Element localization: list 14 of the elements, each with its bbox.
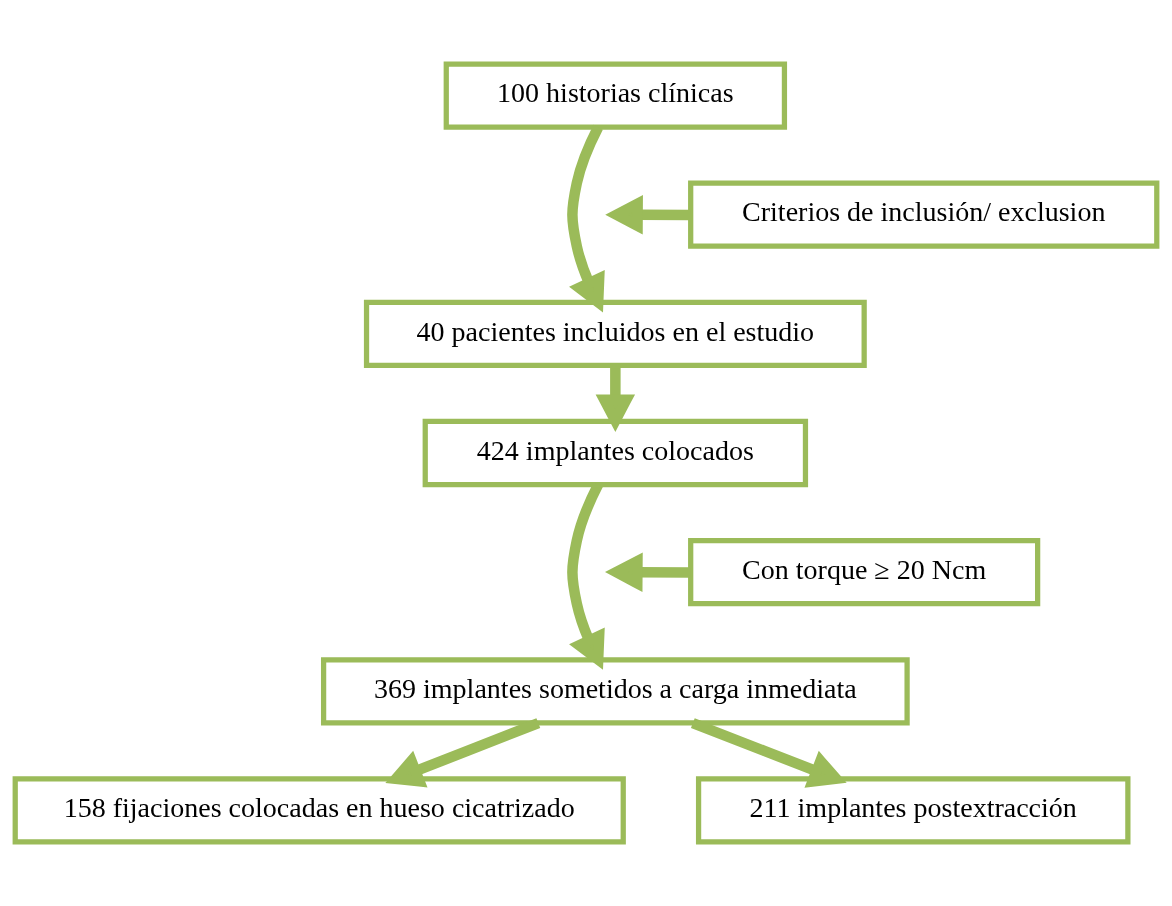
node-box: Criterios de inclusión/ exclusion bbox=[688, 180, 1160, 249]
node-box: 40 pacientes incluidos en el estudio bbox=[363, 299, 867, 368]
arrow bbox=[385, 718, 541, 788]
arrow bbox=[595, 366, 636, 432]
node-box: 158 fijaciones colocadas en hueso cicatrizado bbox=[12, 776, 626, 845]
arrow bbox=[567, 124, 605, 313]
node-box: 424 implantes colocados bbox=[422, 418, 809, 488]
node-box: 100 historias clínicas bbox=[443, 61, 788, 130]
node-box: Con torque ≥ 20 Ncm bbox=[688, 538, 1041, 607]
node-box: 211 implantes postextracción bbox=[695, 776, 1131, 845]
arrow bbox=[605, 195, 691, 235]
arrow bbox=[690, 718, 847, 788]
node-box: 369 implantes sometidos a carga inmediata bbox=[321, 657, 910, 726]
arrow bbox=[605, 552, 691, 593]
